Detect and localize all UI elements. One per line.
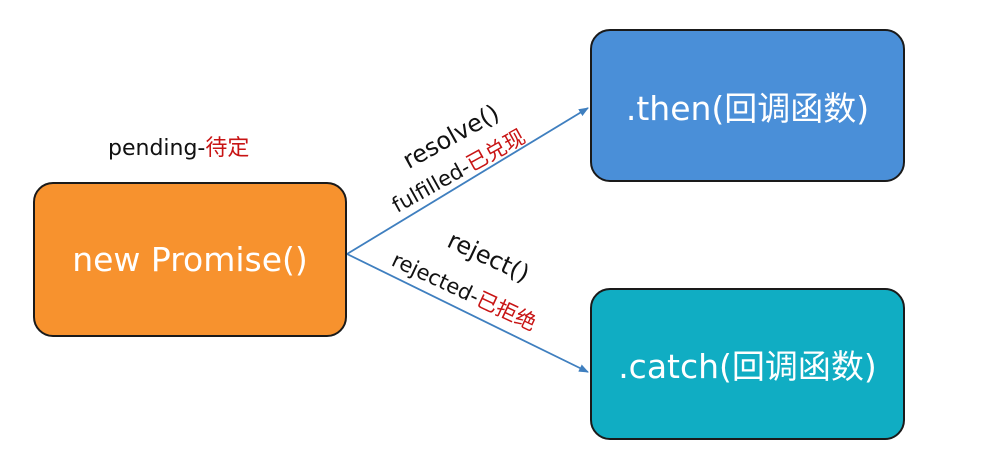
new-promise-box: new Promise() <box>33 182 347 337</box>
catch-callback-box: .catch(回调函数) <box>590 288 905 440</box>
pending-state-label: pending-待定 <box>108 130 249 162</box>
reject-arrow <box>346 253 589 373</box>
catch-callback-label: .catch(回调函数) <box>618 347 877 386</box>
new-promise-label: new Promise() <box>72 240 308 279</box>
then-callback-label: .then(回调函数) <box>625 88 870 128</box>
pending-state-chinese: 待定 <box>205 136 250 161</box>
resolve-arrow <box>346 107 589 255</box>
then-callback-box: .then(回调函数) <box>590 29 905 182</box>
pending-state-text: pending- <box>108 136 206 161</box>
